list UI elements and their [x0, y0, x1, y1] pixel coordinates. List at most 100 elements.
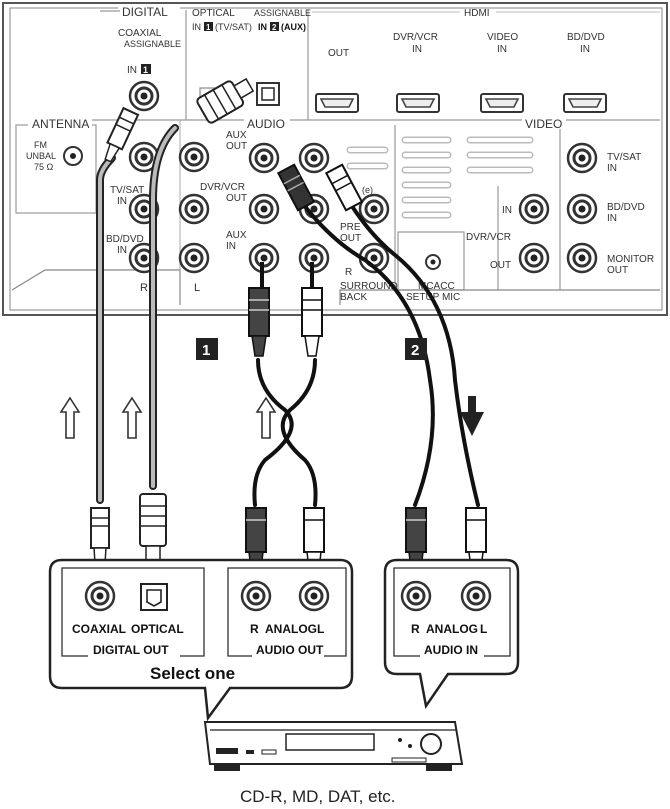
receiver-rear-panel: DIGITAL COAXIAL ASSIGNABLE IN 1 OPTICAL … [2, 2, 668, 316]
coax-in-number: 1 [143, 65, 148, 75]
r-channel-label: R [140, 282, 148, 294]
video-dvr-out-label: OUT [490, 260, 511, 271]
source-output-panel: COAXIAL OPTICAL DIGITAL OUT R ANALOG L A… [48, 558, 354, 722]
video-dvr-out-jack [518, 242, 550, 274]
dvr-out-label-2: OUT [226, 193, 247, 204]
audio-section-label: AUDIO [247, 117, 285, 131]
audio-in-label: AUDIO IN [424, 643, 478, 657]
optical-in2-prefix: IN [258, 22, 267, 32]
monitor-out-label: MONITOR [607, 254, 654, 265]
down-arrow-icon [460, 396, 484, 436]
pre-e-label: (e) [362, 185, 373, 195]
dvr-out-label: DVR/VCR [200, 182, 245, 193]
coax-in-label: IN [127, 65, 137, 76]
bddvd-in-label-2: IN [117, 245, 127, 256]
monitor-out-jack [566, 242, 598, 274]
aux-out-label: AUX [226, 130, 247, 141]
video-dvr-in-jack [518, 193, 550, 225]
video-bddvd-in-jack [566, 193, 598, 225]
video-dvr-in-label: IN [502, 205, 512, 216]
analog-in-l-label: L [480, 622, 487, 636]
hdmi-bd-in-label: IN [580, 44, 590, 55]
analog-out-l-label: L [317, 622, 324, 636]
fm-unbal-label: UNBAL [26, 151, 56, 161]
aux-out-r-plug [276, 163, 316, 212]
analog-out-r-label: R [250, 622, 259, 636]
up-arrow-icon [122, 397, 142, 439]
coaxial-in-jack [128, 80, 160, 112]
aux-out-l-jack [298, 142, 330, 174]
pre-out-label-2: OUT [340, 233, 361, 244]
digital-section-label: DIGITAL [122, 5, 168, 19]
video-dvr-label: DVR/VCR [466, 232, 511, 243]
audio-out-label: AUDIO OUT [256, 643, 324, 657]
coaxial-assignable-label: ASSIGNABLE [124, 39, 181, 49]
video-section-label: VIDEO [525, 117, 562, 131]
hdmi-dvr-label: DVR/VCR [393, 32, 438, 43]
hdmi-bd-label: BD/DVD [567, 32, 605, 43]
surround-r-label: R [345, 267, 352, 278]
hdmi-out-port [315, 93, 359, 113]
optical-plug-top [196, 77, 255, 124]
bddvd-l-jack [178, 193, 210, 225]
tvsat-in-label: TV/SAT [110, 185, 144, 196]
up-arrow-icon [256, 397, 276, 439]
coaxial-out-label: COAXIAL [72, 622, 126, 636]
optical-label: OPTICAL [192, 8, 235, 19]
analog-in-label: ANALOG [426, 622, 478, 636]
fm-antenna-jack [63, 146, 83, 166]
antenna-label: ANTENNA [32, 117, 89, 131]
pre-out-label: PRE [340, 222, 361, 233]
analog-out-r-jack [240, 580, 272, 612]
svg-text:1: 1 [202, 342, 210, 359]
hdmi-dvr-in-port [396, 93, 440, 113]
aux-in-r-plug [248, 262, 270, 357]
monitor-out-label-2: OUT [607, 265, 628, 276]
video-tvsat-in-jack [566, 142, 598, 174]
hdmi-dvr-in-label: IN [412, 44, 422, 55]
pre-out-jack [358, 193, 390, 225]
hdmi-video-in-port [480, 93, 524, 113]
coaxial-out-jack [84, 580, 116, 612]
video-bddvd-in-label-2: IN [607, 213, 617, 224]
aux-out-l-plug [324, 163, 364, 212]
hdmi-video-in-label: IN [497, 44, 507, 55]
mcacc-mic-jack [425, 254, 441, 270]
optical-in2-name: (AUX) [281, 22, 306, 32]
svg-text:2: 2 [411, 342, 419, 359]
extra-l-jack [178, 242, 210, 274]
optical-in1-name: (TV/SAT) [215, 22, 252, 32]
optical-assignable-label: ASSIGNABLE [254, 8, 311, 18]
optical-in2-port [256, 82, 280, 106]
hdmi-video-label: VIDEO [487, 32, 518, 43]
plugs [90, 77, 487, 581]
mcacc-label: MCACC [418, 281, 455, 292]
step-1-badge: 1 [196, 338, 218, 360]
surround-back-label: SURROUND [340, 281, 398, 292]
analog-in-r-label: R [411, 622, 420, 636]
fm-ohm-label: 75 Ω [34, 162, 54, 172]
optical-out-port [140, 583, 168, 611]
optical-out-label: OPTICAL [131, 622, 184, 636]
select-one-label: Select one [150, 664, 235, 683]
fm-label: FM [34, 140, 47, 150]
aux-out-label-2: OUT [226, 141, 247, 152]
tvsat-in-label-2: IN [117, 196, 127, 207]
aux-out-r-jack [248, 142, 280, 174]
device-caption: CD-R, MD, DAT, etc. [240, 787, 396, 806]
tvsat-l-jack [178, 141, 210, 173]
aux-in-label: AUX [226, 230, 247, 241]
analog-out-l-jack [298, 580, 330, 612]
recorder-device-icon [203, 721, 464, 771]
analog-in-r-jack [400, 580, 432, 612]
hdmi-section-label: HDMI [464, 8, 490, 19]
optical-plug-bottom [139, 493, 167, 581]
video-bddvd-in-label: BD/DVD [607, 202, 645, 213]
optical-in-prefix: IN [192, 22, 201, 32]
analog-in-l-jack [460, 580, 492, 612]
video-tvsat-in-label-2: IN [607, 163, 617, 174]
video-tvsat-in-label: TV/SAT [607, 152, 641, 163]
hdmi-out-label: OUT [328, 48, 349, 59]
bddvd-in-label: BD/DVD [106, 234, 144, 245]
